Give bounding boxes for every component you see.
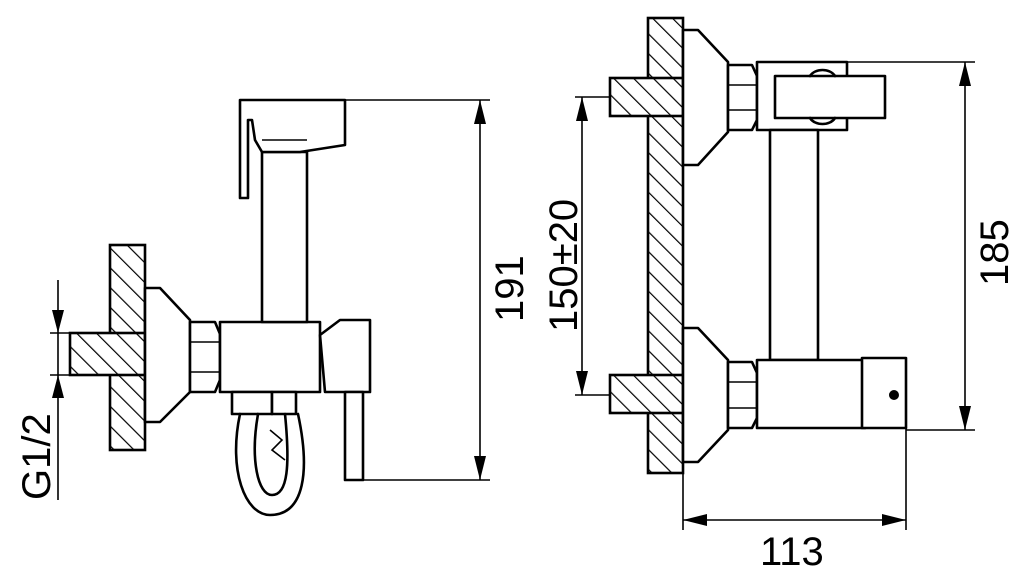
dim-thread: G1/2 — [15, 413, 59, 500]
right-upper-escutcheon — [681, 28, 730, 167]
right-upper-nut — [726, 63, 759, 132]
left-view: G1/2 191 — [15, 98, 532, 517]
left-lever — [318, 318, 372, 394]
right-vertical-bar — [768, 128, 820, 362]
left-escutcheon — [143, 286, 192, 424]
right-view: 150±20 185 113 — [542, 16, 1017, 574]
right-lower-escutcheon — [681, 326, 730, 464]
right-lower-pipe — [608, 373, 685, 415]
left-valve-body — [218, 320, 322, 394]
right-valve-body — [755, 358, 867, 430]
left-hex-nut — [188, 320, 222, 394]
dim-height-left: 191 — [488, 255, 532, 322]
right-lower-nut — [726, 360, 759, 430]
right-upper-pipe — [608, 76, 685, 118]
left-hand-shower — [238, 98, 347, 200]
left-pipe-hatch — [68, 331, 147, 377]
right-lever-end — [860, 356, 908, 430]
left-hose — [234, 412, 306, 517]
left-hose-nut — [230, 390, 274, 416]
right-hand-shower — [773, 74, 887, 120]
left-riser — [260, 150, 309, 324]
right-indicator-dot — [889, 390, 899, 400]
dim-centers: 150±20 — [542, 199, 586, 332]
left-lever-stem — [343, 390, 365, 482]
dim-width: 113 — [760, 530, 824, 574]
dim-height-right: 185 — [973, 219, 1017, 286]
